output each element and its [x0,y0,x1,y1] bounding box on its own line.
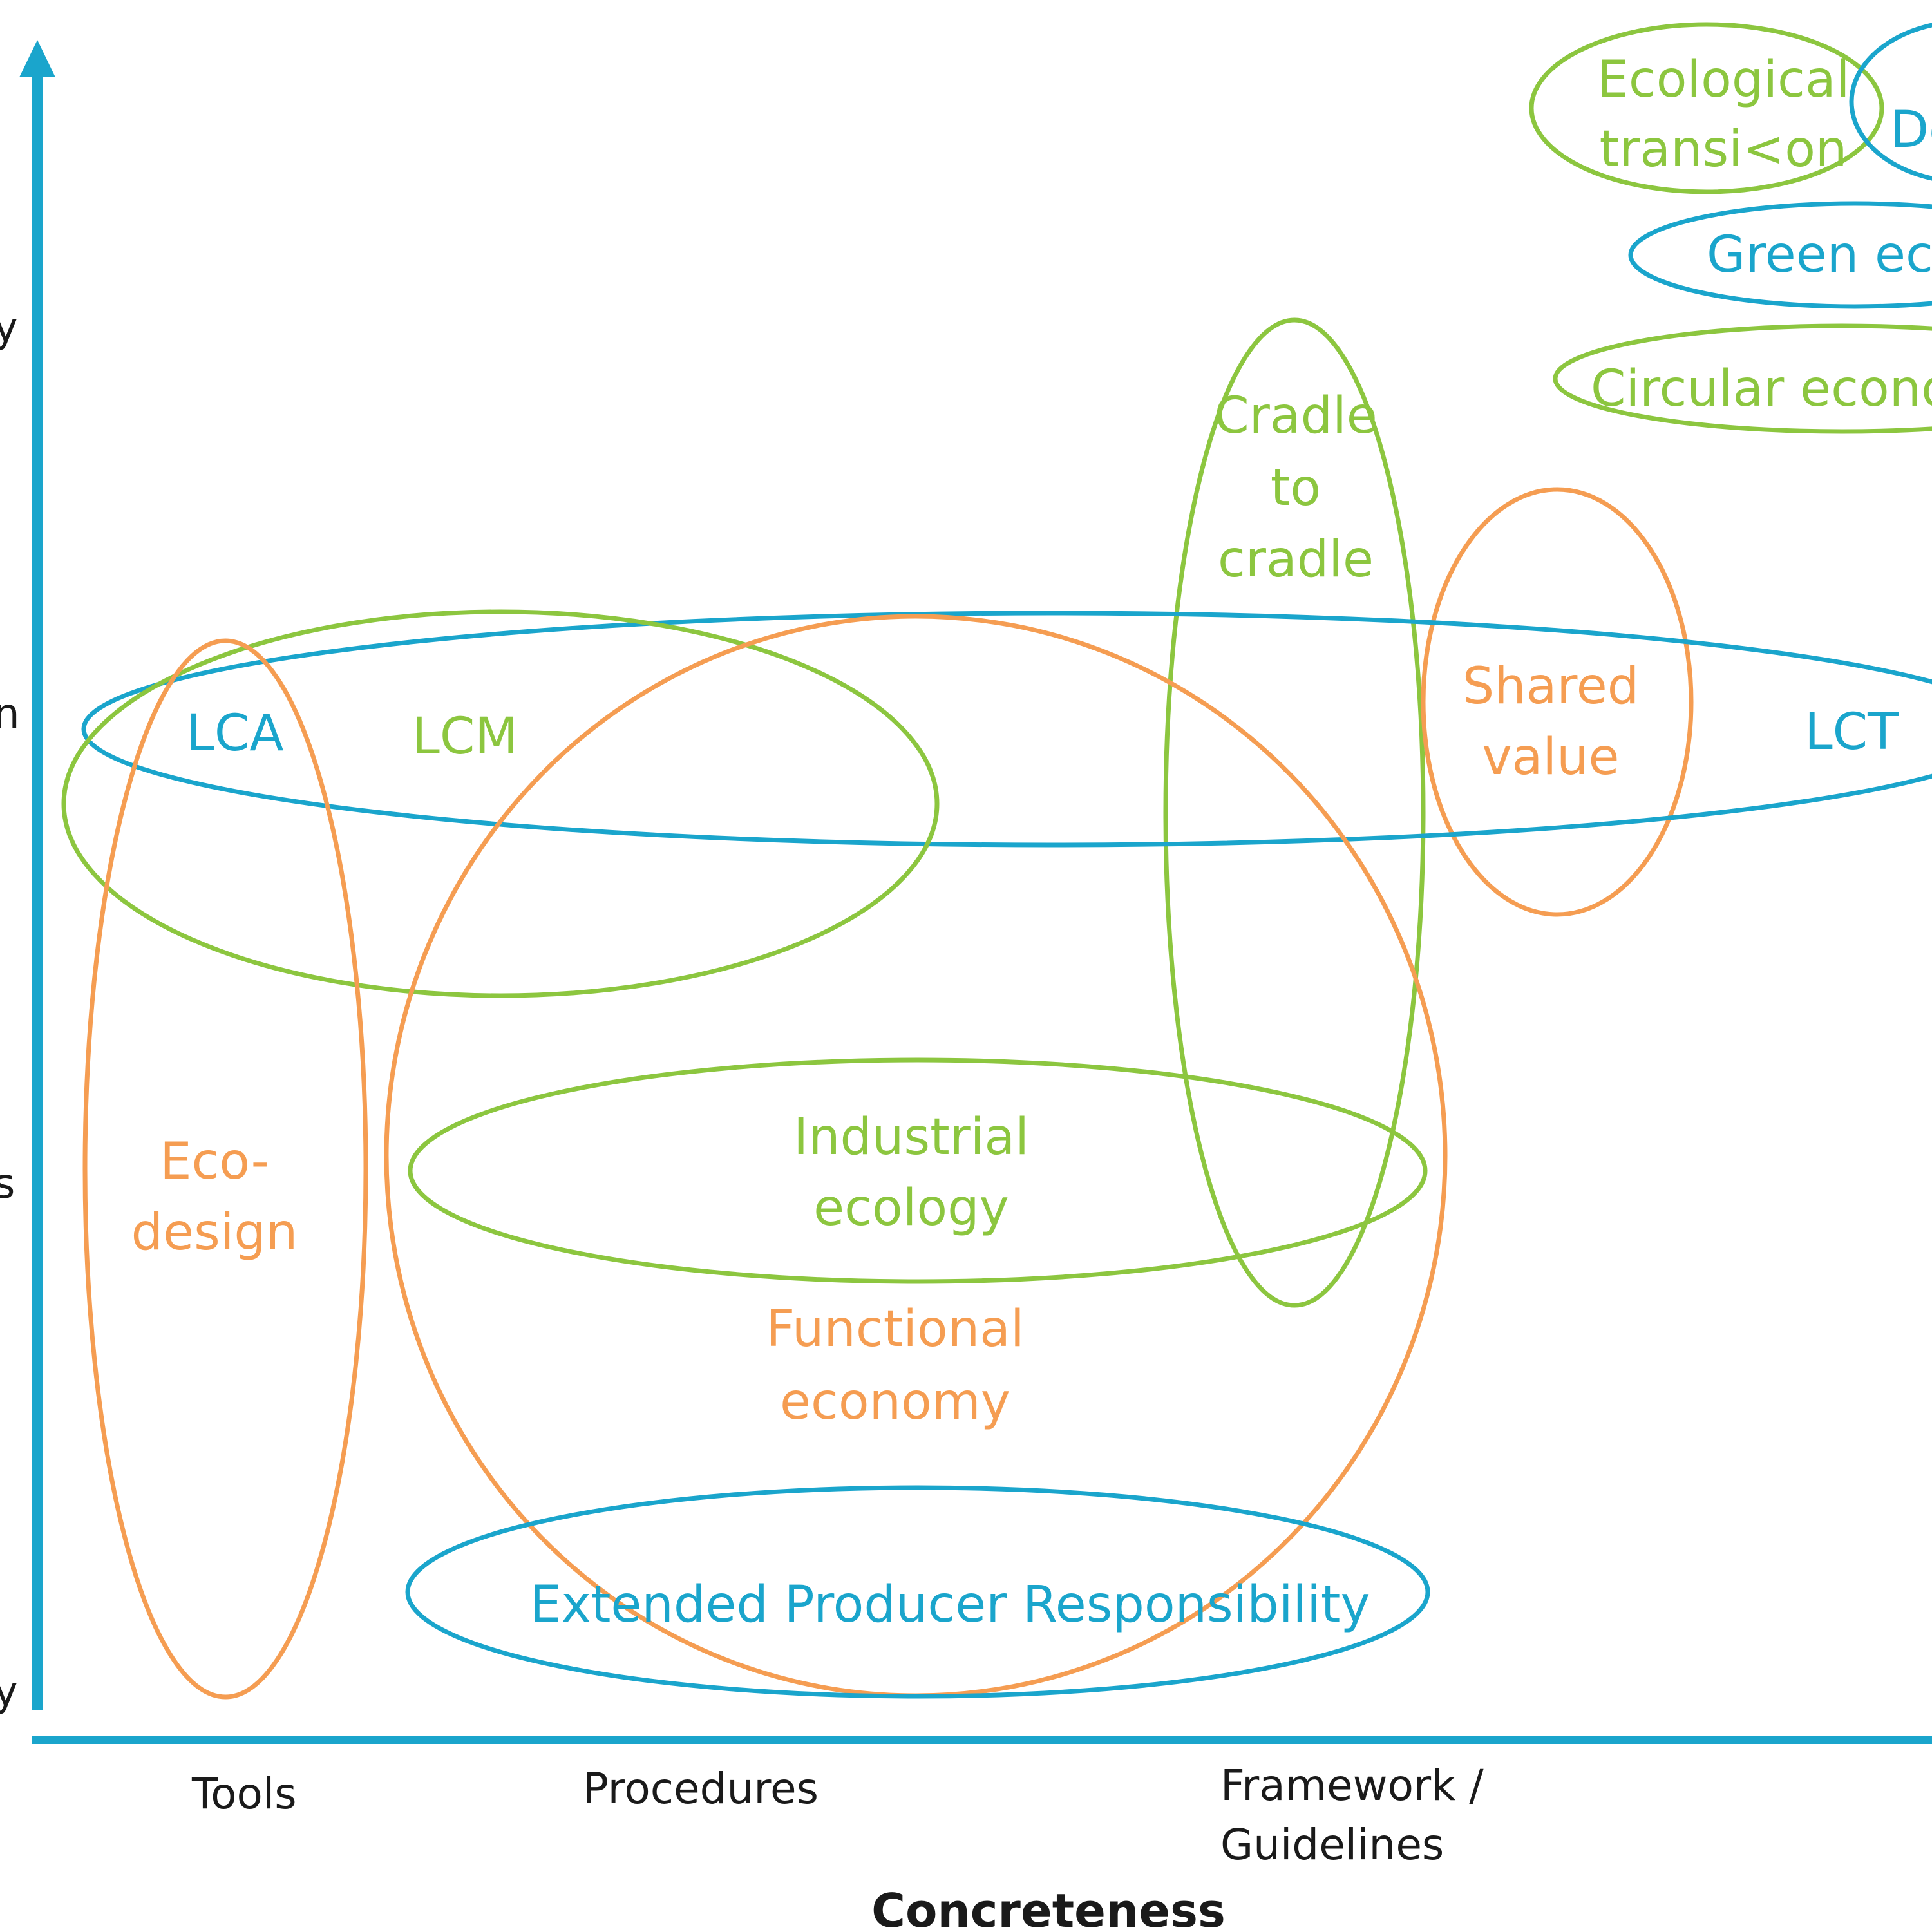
x-tick-guidelines: Guidelines [1220,1820,1444,1870]
x-axis-title: Concreteness [871,1884,1226,1932]
x-tick-framework: Framework / [1220,1761,1484,1810]
lcm-outline [61,609,940,998]
eco-design-label-1: Eco- [160,1133,269,1191]
functional-economy-label-2: economy [780,1373,1010,1431]
y-axis-ticks: y n s y [0,304,20,1716]
lct-outline [81,611,1932,848]
concept-labels: Ecological transi<on S De Green ec Circu… [131,32,1932,1634]
epr-label: Extended Producer Responsibility [529,1576,1370,1634]
lct-label: LCT [1804,703,1899,761]
cradle-to-cradle-outline [1163,317,1426,1308]
y-axis-arrowhead [19,40,55,77]
green-economy-label: Green ec [1707,226,1932,284]
sd-outline [1849,23,1932,181]
green-economy-outline [1628,201,1932,309]
x-tick-procedures: Procedures [583,1764,819,1814]
y-tick-4: y [0,1668,18,1716]
circular-economy-label: Circular econo [1591,360,1932,418]
sd-label-1: S [1929,32,1932,90]
industrial-ecology-label-1: Industrial [793,1108,1029,1166]
x-tick-tools: Tools [191,1769,297,1819]
concept-outlines [61,22,1932,1700]
shared-value-outline [1421,487,1694,917]
eco-design-label-2: design [131,1204,298,1262]
ecological-transition-label-1: Ecological [1597,51,1850,109]
y-tick-3: s [0,1160,15,1208]
industrial-ecology-label-2: ecology [813,1179,1009,1237]
axes [19,40,1932,1744]
y-tick-2: n [0,690,20,738]
lca-label: LCA [186,705,283,762]
x-axis-ticks: Tools Procedures Framework / Guidelines [191,1761,1484,1870]
lcm-label: LCM [412,708,518,766]
epr-outline [405,1485,1430,1699]
shared-value-label-1: Shared [1463,658,1640,715]
shared-value-label-2: value [1482,728,1619,786]
functional-economy-label-1: Functional [766,1300,1024,1358]
cradle-to-cradle-label-3: cradle [1218,531,1374,589]
y-tick-1: y [0,304,18,352]
industrial-ecology-outline [408,1057,1428,1284]
ecological-transition-outline [1529,22,1884,194]
circular-economy-outline [1553,323,1932,434]
cradle-to-cradle-label-2: to [1271,459,1321,517]
eco-design-outline [82,638,368,1700]
cradle-to-cradle-label-1: Cradle [1214,387,1378,445]
ecological-transition-label-2: transi<on [1600,120,1848,178]
sd-label-2: De [1890,101,1932,159]
